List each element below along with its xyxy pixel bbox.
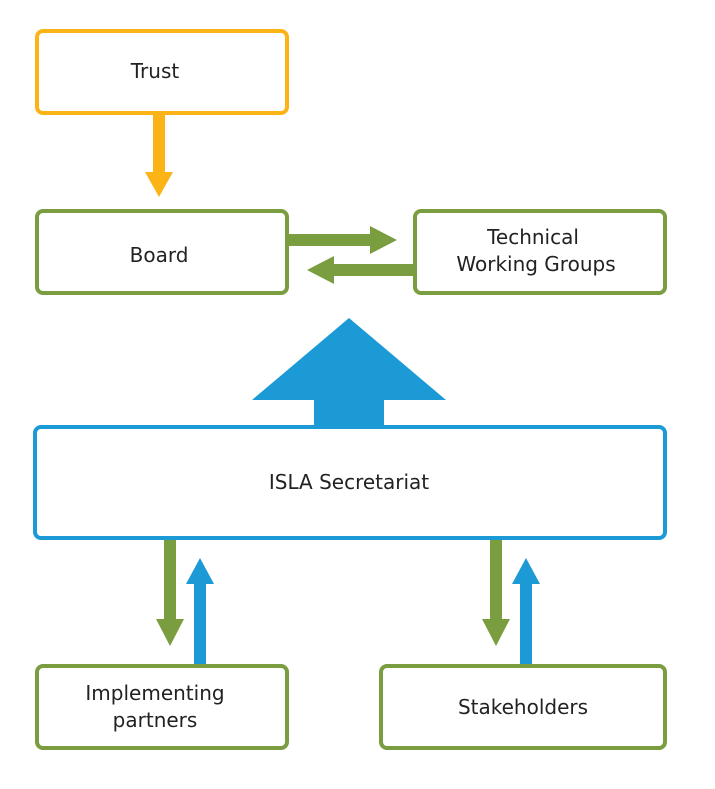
arrow-isla-to-implementing-partners: [156, 540, 184, 646]
arrow-isla-to-stakeholders: [482, 540, 510, 646]
arrow-board-to-twg-shaft: [289, 234, 371, 246]
arrow-stakeholders-to-isla: [512, 558, 540, 664]
stakeholders-box: [379, 664, 667, 750]
arrow-isla-to-board-head: [252, 318, 446, 400]
implementing-partners-box: [35, 664, 289, 750]
technical-working-groups-label-line2: Working Groups: [456, 252, 615, 276]
technical-working-groups-label-line1: Technical: [486, 225, 579, 249]
implementing-partners-label-line1: Implementing: [85, 681, 224, 705]
stakeholders-node: Stakeholders: [379, 664, 667, 750]
arrow-trust-to-board-head: [145, 172, 173, 197]
arrow-isla-to-board: [252, 318, 446, 427]
implementing-partners-node: Implementing partners: [35, 664, 289, 750]
arrow-stakeholders-to-isla-head: [512, 558, 540, 584]
trust-node: Trust: [35, 29, 289, 115]
arrow-isla-to-implementing-partners-head: [156, 619, 184, 646]
isla-secretariat-node: ISLA Secretariat: [33, 425, 667, 540]
arrow-implementing-partners-to-isla-shaft: [194, 583, 206, 664]
stakeholders-label: Stakeholders: [458, 695, 588, 719]
implementing-partners-label-line2: partners: [113, 708, 198, 732]
arrow-trust-to-board: [145, 113, 173, 197]
arrow-twg-to-board-head: [307, 256, 334, 284]
arrow-board-to-twg: [289, 226, 397, 254]
arrow-stakeholders-to-isla-shaft: [520, 583, 532, 664]
arrow-isla-to-board-shaft: [314, 399, 384, 427]
isla-secretariat-label: ISLA Secretariat: [269, 470, 429, 494]
board-node: Board: [35, 209, 289, 295]
arrow-board-to-twg-head: [370, 226, 397, 254]
arrow-implementing-partners-to-isla: [186, 558, 214, 664]
board-box: [35, 209, 289, 295]
trust-label: Trust: [130, 59, 180, 83]
board-label: Board: [130, 243, 189, 267]
arrow-isla-to-stakeholders-head: [482, 619, 510, 646]
isla-secretariat-box: [33, 425, 667, 540]
technical-working-groups-node: Technical Working Groups: [413, 209, 667, 295]
technical-working-groups-box: [413, 209, 667, 295]
arrow-trust-to-board-shaft: [153, 113, 165, 173]
arrow-twg-to-board-shaft: [333, 264, 413, 276]
arrow-isla-to-implementing-partners-shaft: [164, 540, 176, 620]
arrow-implementing-partners-to-isla-head: [186, 558, 214, 584]
arrow-isla-to-stakeholders-shaft: [490, 540, 502, 620]
arrow-twg-to-board: [307, 256, 413, 284]
